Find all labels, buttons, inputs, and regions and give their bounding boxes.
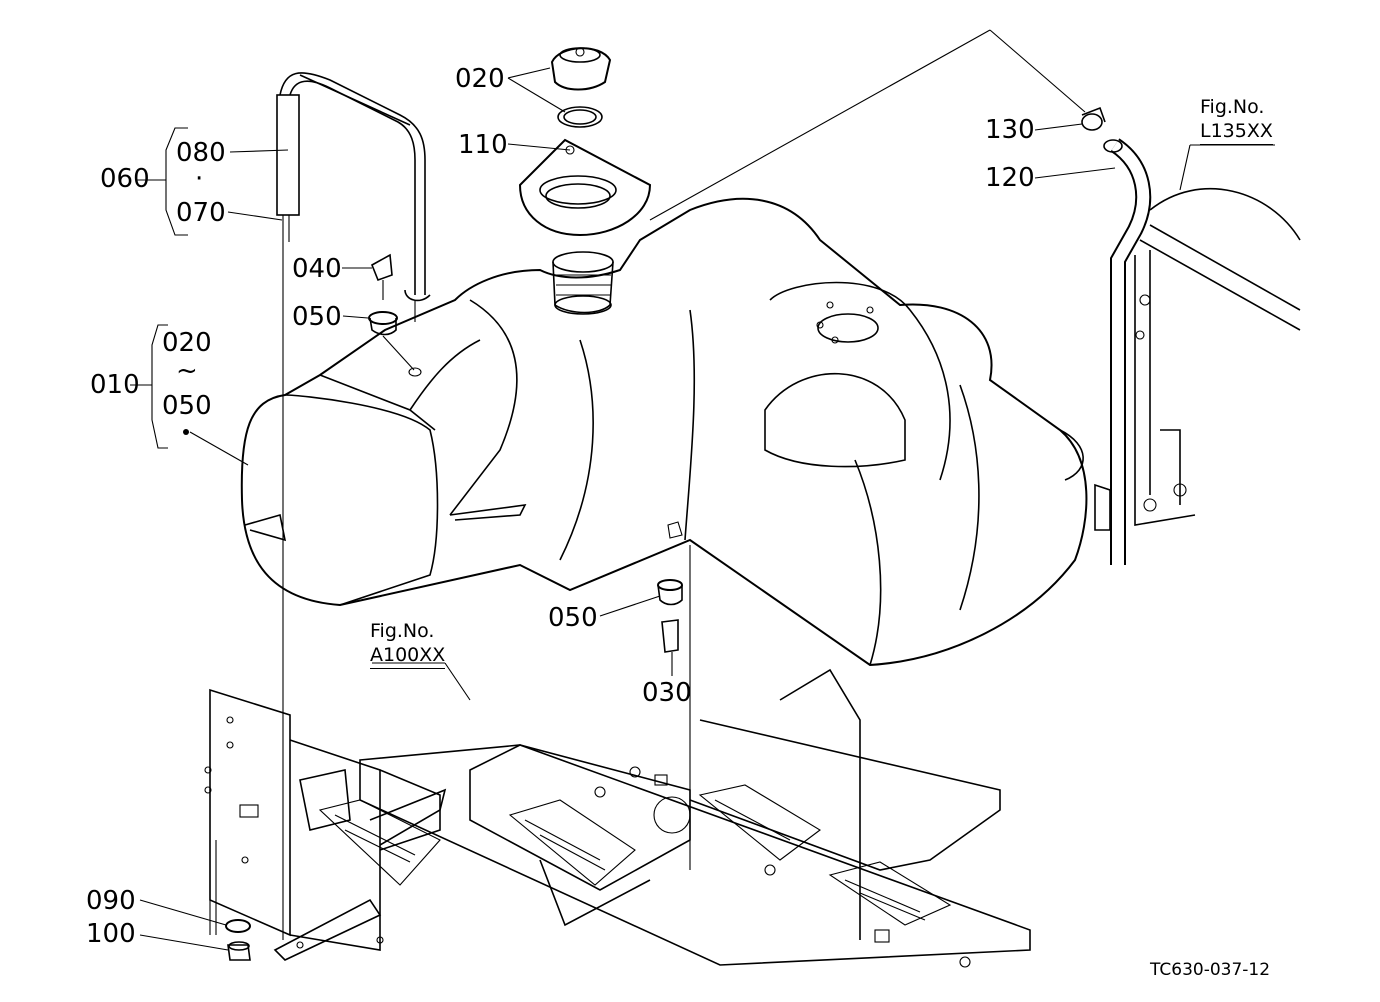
small-parts <box>225 106 1106 961</box>
label-120-tube: 120 <box>985 163 1035 193</box>
label-010-tank: 010 <box>90 370 140 400</box>
fuel-tank <box>240 197 1088 667</box>
filler-cap-assembly <box>518 47 652 237</box>
ref-fig-label: Fig.No. <box>370 620 435 642</box>
label-100: 100 <box>86 919 136 949</box>
range-tilde: ~ <box>176 356 198 386</box>
label-050-lower: 050 <box>548 603 598 633</box>
label-050-upper: 050 <box>292 302 342 332</box>
label-080: 080 <box>176 138 226 168</box>
tank-strap <box>276 72 431 322</box>
ref-fig-number: L135XX <box>1200 120 1273 145</box>
label-020-range: 020 <box>162 328 212 358</box>
label-050-range: 050 <box>162 391 212 421</box>
figure-reference-l135xx: Fig.No. L135XX <box>1200 96 1273 145</box>
dot-separator: · <box>195 164 204 194</box>
bullet-dot <box>183 429 189 435</box>
label-110-guard: 110 <box>458 130 508 160</box>
label-090: 090 <box>86 886 136 916</box>
label-070: 070 <box>176 198 226 228</box>
label-030: 030 <box>642 678 692 708</box>
left-bracket <box>204 688 447 961</box>
figure-reference-a100xx: Fig.No. A100XX <box>370 620 446 669</box>
label-040-fitting: 040 <box>292 254 342 284</box>
leader-lines <box>139 29 1275 951</box>
ref-fig-label: Fig.No. <box>1200 96 1265 118</box>
group-brackets <box>130 127 188 449</box>
label-020-cap: 020 <box>455 64 505 94</box>
label-060-strap: 060 <box>100 164 150 194</box>
drawing-code: TC630-037-12 <box>1150 960 1271 980</box>
label-130-clamp: 130 <box>985 115 1035 145</box>
ref-fig-number: A100XX <box>370 644 446 669</box>
vent-tube <box>1103 138 1152 565</box>
